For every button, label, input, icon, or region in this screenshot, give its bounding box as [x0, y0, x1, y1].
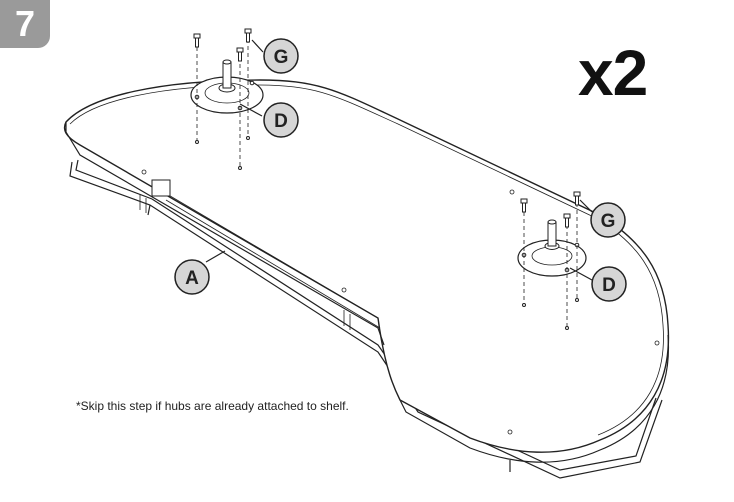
callout-label: G — [274, 47, 289, 68]
hub-left — [190, 59, 264, 114]
callout-hub-bottom: D — [591, 266, 627, 302]
screws-left — [193, 28, 252, 170]
callout-hub-top: D — [263, 102, 299, 138]
screws-right — [520, 191, 581, 330]
callout-label: G — [601, 211, 616, 232]
callout-screw-bottom: G — [590, 202, 626, 238]
skip-step-note: *Skip this step if hubs are already atta… — [76, 399, 349, 413]
callout-screw-top: G — [263, 38, 299, 74]
callout-label: D — [602, 275, 616, 296]
callout-shelf: A — [174, 259, 210, 295]
hub-right — [517, 219, 587, 277]
step-number-badge: 7 — [0, 0, 50, 48]
callout-label: D — [274, 111, 288, 132]
callout-leaders — [205, 39, 593, 281]
quantity-label: x2 — [578, 37, 648, 109]
shelf-panel — [63, 79, 670, 463]
callout-label: A — [185, 268, 199, 289]
